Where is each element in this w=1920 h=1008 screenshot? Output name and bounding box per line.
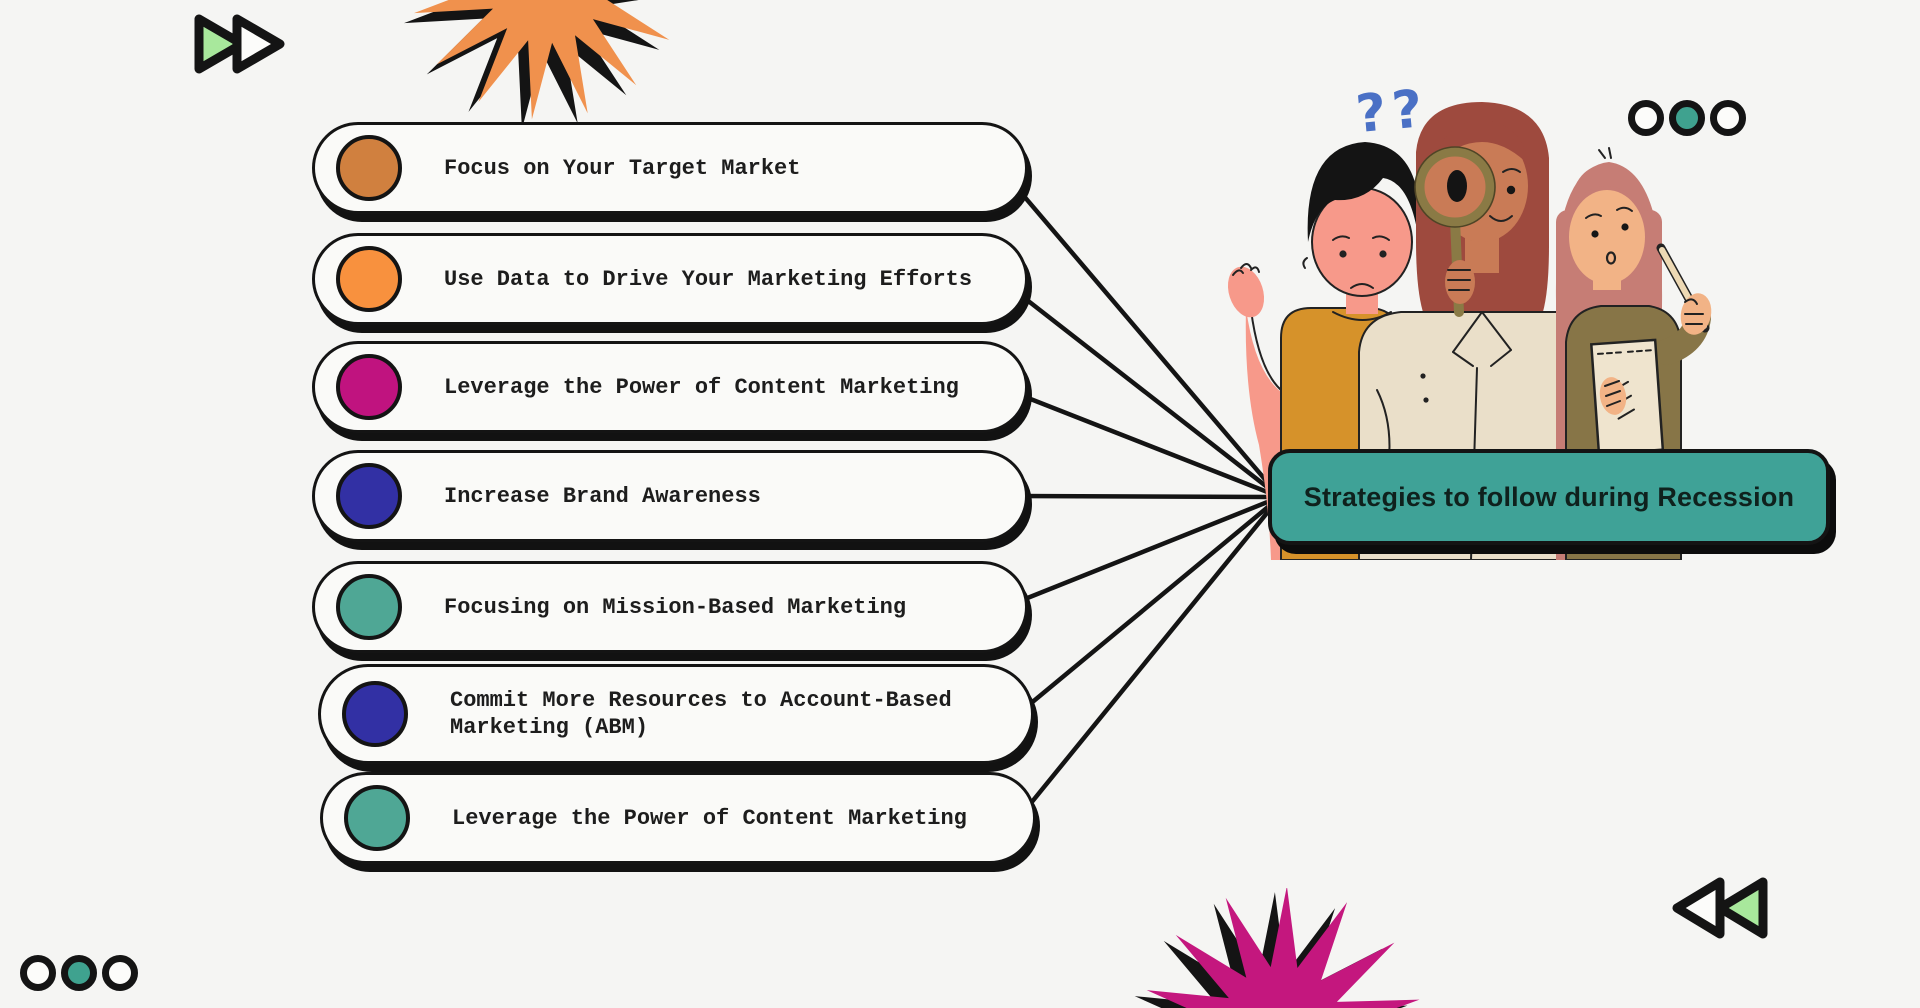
bullet-dot bbox=[336, 135, 402, 201]
strategy-label: Focus on Your Target Market bbox=[444, 155, 801, 181]
strategy-label: Leverage the Power of Content Marketing bbox=[444, 374, 959, 400]
strategy-pill-5: Focusing on Mission-Based Marketing bbox=[312, 561, 1028, 653]
strategy-pill-3: Leverage the Power of Content Marketing bbox=[312, 341, 1028, 433]
ring-circle-icon bbox=[1628, 100, 1664, 136]
starburst-top-icon bbox=[404, 0, 670, 125]
ring-circle-icon bbox=[1710, 100, 1746, 136]
fast-forward-icon bbox=[194, 14, 285, 74]
strategy-label: Leverage the Power of Content Marketing bbox=[452, 805, 967, 831]
strategy-pill-1: Focus on Your Target Market bbox=[312, 122, 1028, 214]
strategy-label: Focusing on Mission-Based Marketing bbox=[444, 594, 907, 620]
bullet-dot bbox=[336, 246, 402, 312]
ring-circle-icon bbox=[1669, 100, 1705, 136]
bullet-dot bbox=[344, 785, 410, 851]
strategy-label: Commit More Resources to Account-Based M… bbox=[450, 688, 952, 740]
bullet-dot bbox=[336, 463, 402, 529]
strategy-pill-4: Increase Brand Awareness bbox=[312, 450, 1028, 542]
ring-circle-icon bbox=[20, 955, 56, 991]
dot-trio-bottom-left bbox=[20, 955, 138, 991]
ring-circle-icon bbox=[102, 955, 138, 991]
strategy-pill-2: Use Data to Drive Your Marketing Efforts bbox=[312, 233, 1028, 325]
starburst-bottom-icon bbox=[1134, 888, 1420, 1008]
bullet-dot bbox=[336, 354, 402, 420]
strategy-label: Use Data to Drive Your Marketing Efforts bbox=[444, 266, 973, 292]
center-topic-label: Strategies to follow during Recession bbox=[1303, 481, 1795, 512]
people-illustration bbox=[1227, 102, 1712, 560]
rewind-icon bbox=[1672, 877, 1768, 939]
bullet-dot bbox=[336, 574, 402, 640]
strategy-pill-7: Leverage the Power of Content Marketing bbox=[320, 772, 1036, 864]
center-topic-node: Strategies to follow during Recession bbox=[1268, 449, 1830, 545]
strategy-pill-6: Commit More Resources to Account-Based M… bbox=[318, 664, 1034, 764]
dot-trio-top-right bbox=[1628, 100, 1746, 136]
question-marks: ?? bbox=[1353, 78, 1431, 146]
bullet-dot bbox=[342, 681, 408, 747]
ring-circle-icon bbox=[61, 955, 97, 991]
strategy-label: Increase Brand Awareness bbox=[444, 483, 761, 509]
